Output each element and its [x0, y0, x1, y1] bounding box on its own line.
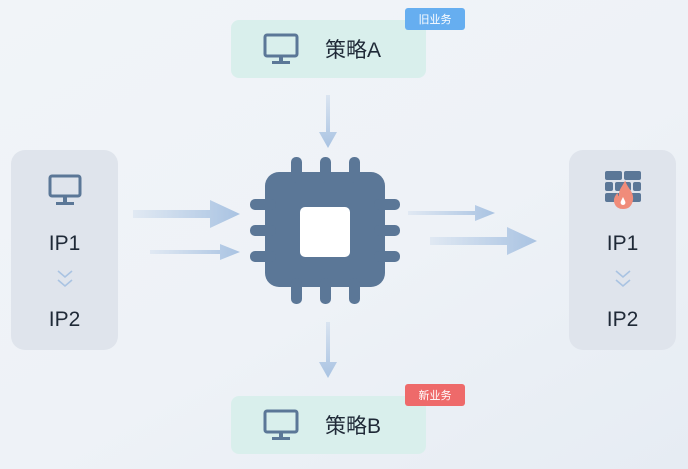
source-ip2: IP2: [48, 308, 81, 331]
source-panel: IP1 IP2: [11, 150, 118, 350]
destination-panel: IP1 IP2: [569, 150, 676, 350]
destination-ip1: IP1: [606, 232, 639, 255]
source-ip1: IP1: [48, 232, 81, 255]
strategy-a-label: 策略A: [325, 39, 382, 62]
chevrons-down-icon: [569, 268, 676, 290]
arrow-left-lower: [150, 244, 240, 260]
destination-ip2: IP2: [606, 308, 639, 331]
monitor-icon: [263, 33, 299, 64]
monitor-icon: [263, 409, 299, 440]
strategy-b-box: 策略B: [231, 396, 426, 454]
arrow-left-upper: [133, 200, 240, 228]
firewall-icon: [605, 171, 641, 210]
arrow-right-upper: [408, 205, 495, 221]
arrow-right-lower: [430, 227, 537, 255]
new-business-badge: 新业务: [405, 384, 465, 406]
arrow-bottom-down: [319, 322, 337, 378]
arrow-top-down: [319, 95, 337, 148]
chevrons-down-icon: [11, 268, 118, 290]
strategy-b-label: 策略B: [325, 415, 382, 438]
strategy-a-box: 策略A: [231, 20, 426, 78]
monitor-icon: [48, 174, 82, 205]
old-business-badge: 旧业务: [405, 8, 465, 30]
